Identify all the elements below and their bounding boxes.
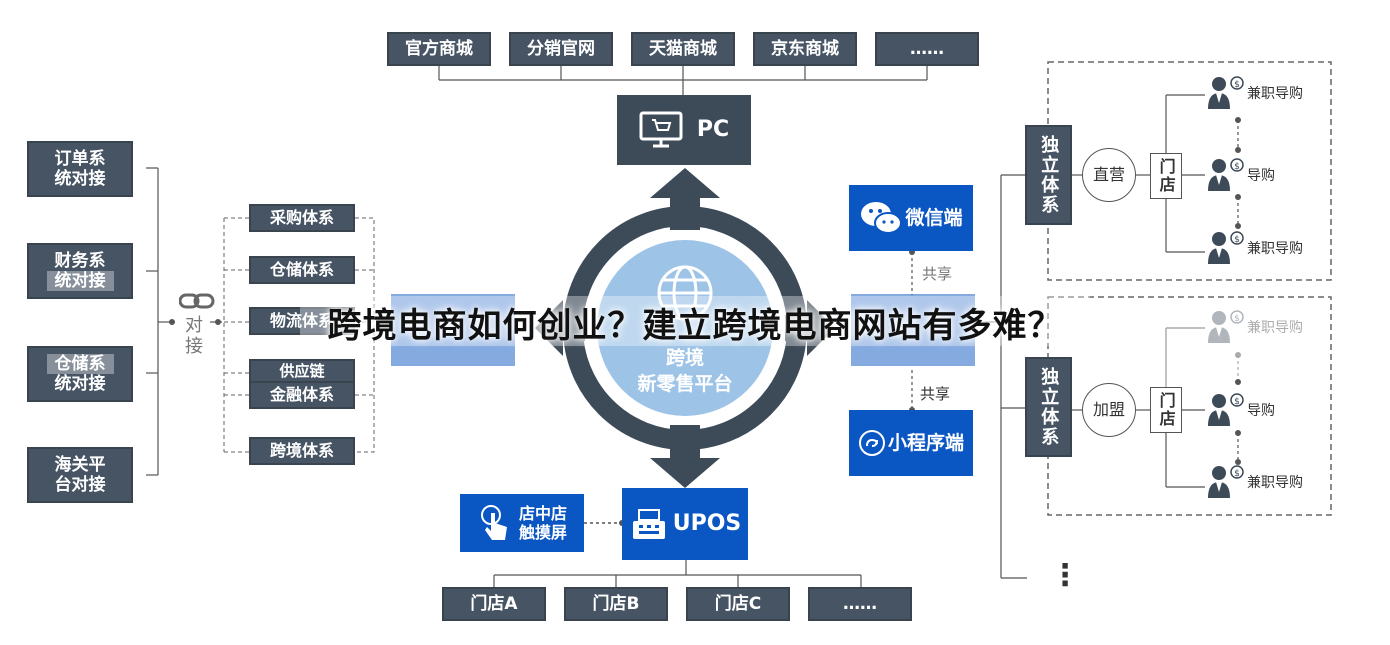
more-dots: ⋮ [1050, 558, 1080, 593]
part-time-guide-label: 兼职导购 [1247, 86, 1303, 102]
channel-distribution-site[interactable]: 分销官网 [509, 32, 613, 66]
store-more[interactable]: …… [808, 587, 912, 621]
svg-text:$: $ [1234, 162, 1240, 172]
direct-circle[interactable]: 直营 [1082, 148, 1136, 202]
cash-register-icon [632, 509, 665, 539]
salesperson-row: $ 兼职导购 [1205, 230, 1303, 266]
warehouse-system-integration[interactable]: 仓储系 统对接 [27, 346, 133, 402]
connect-label-line2: 接 [185, 335, 203, 357]
finance-system-integration[interactable]: 财务系 统对接 [27, 243, 133, 299]
touch-screen-box[interactable]: 店中店 触摸屏 [460, 494, 584, 552]
center-label-line2: 新零售平台 [637, 372, 732, 395]
salesperson-icon: $ [1208, 310, 1244, 343]
salesperson-icon: $ [1208, 465, 1244, 498]
guide-label: 导购 [1247, 168, 1275, 184]
miniprogram-label: 小程序端 [887, 431, 964, 454]
svg-text:$: $ [1234, 314, 1240, 324]
salesperson-row: $ 兼职导购 [1205, 309, 1303, 345]
svg-text:$: $ [1234, 80, 1240, 90]
share-label-top: 共享 [922, 265, 953, 283]
salesperson-row: $ 兼职导购 [1205, 75, 1303, 111]
salesperson-row: $ 兼职导购 [1205, 464, 1303, 500]
store-box-franchise[interactable]: 门店 [1150, 387, 1182, 433]
salesperson-row: $ 导购 [1205, 157, 1275, 193]
store-c[interactable]: 门店C [686, 587, 790, 621]
share-label-bottom: 共享 [920, 385, 951, 403]
salesperson-row: $ 导购 [1205, 392, 1275, 428]
finance-system[interactable]: 金融体系 [249, 381, 355, 409]
salesperson-icon: $ [1208, 76, 1244, 109]
part-time-guide-label: 兼职导购 [1247, 320, 1303, 336]
logistics-system[interactable]: 物流体系 [249, 307, 355, 335]
order-system-line1: 订单系 [54, 148, 106, 169]
wechat-box[interactable]: 微信端 [849, 185, 973, 251]
store-a[interactable]: 门店A [442, 587, 546, 621]
order-system-integration[interactable]: 订单系 统对接 [27, 141, 133, 197]
title-band [300, 296, 1090, 346]
touch-screen-line1: 店中店 [518, 503, 567, 523]
central-hub: 跨境 新零售平台 [535, 168, 835, 488]
pc-box[interactable]: PC [617, 95, 751, 165]
center-label-line1: 跨境 [666, 346, 704, 369]
guide-label: 导购 [1247, 403, 1275, 419]
pc-label: PC [696, 116, 730, 142]
store-label-1: 门店 [1156, 158, 1176, 194]
part-time-guide-label: 兼职导购 [1247, 475, 1303, 491]
wechat-label: 微信端 [905, 206, 963, 229]
finance-system-line1: 财务系 [54, 250, 106, 271]
svg-text:$: $ [1234, 235, 1240, 245]
warehouse-system-line1: 仓储系 [46, 353, 114, 374]
svg-text:$: $ [1234, 397, 1240, 407]
procurement-system[interactable]: 采购体系 [249, 204, 355, 232]
salesperson-icon: $ [1208, 158, 1244, 191]
channel-more[interactable]: …… [875, 32, 979, 66]
independent-system-direct[interactable]: 独立体系 [1025, 125, 1072, 225]
salesperson-icon: $ [1208, 231, 1244, 264]
order-system-line2: 统对接 [54, 169, 106, 189]
store-label-2: 门店 [1156, 392, 1176, 428]
independent-label-1: 独立体系 [1038, 135, 1060, 215]
upos-label: UPOS [672, 510, 742, 536]
warehouse-system-line2: 统对接 [54, 374, 106, 394]
miniprogram-box[interactable]: 小程序端 [849, 410, 973, 476]
link-icon [179, 293, 215, 309]
touch-hand-icon [480, 505, 507, 540]
wechat-icon [861, 202, 903, 234]
supply-chain[interactable]: 供应链 [249, 359, 355, 383]
mobile-box-faded [851, 294, 975, 366]
cross-border-system[interactable]: 跨境体系 [249, 437, 355, 465]
overlay-title: 跨境电商如何创业？建立跨境电商网站有多难？ [327, 306, 1063, 346]
franchise-circle[interactable]: 加盟 [1082, 383, 1136, 437]
part-time-guide-label: 兼职导购 [1247, 241, 1303, 257]
independent-system-franchise[interactable]: 独立体系 [1025, 357, 1072, 457]
globe-icon [657, 265, 713, 321]
svg-text:$: $ [1234, 469, 1240, 479]
independent-label-2: 独立体系 [1038, 367, 1060, 447]
desktop-box-faded [391, 294, 515, 366]
channel-tmall[interactable]: 天猫商城 [631, 32, 735, 66]
upos-box[interactable]: UPOS [622, 488, 748, 560]
monitor-cart-icon [639, 111, 683, 148]
finance-system-line2: 统对接 [46, 271, 114, 292]
touch-screen-line2: 触摸屏 [518, 523, 567, 542]
store-box-direct[interactable]: 门店 [1150, 153, 1182, 199]
store-b[interactable]: 门店B [564, 587, 668, 621]
connect-label: 对 接 [185, 315, 203, 357]
salesperson-icon: $ [1208, 393, 1244, 426]
customs-platform-integration[interactable]: 海关平 台对接 [27, 447, 133, 503]
miniprogram-icon [858, 430, 885, 456]
customs-platform-line1: 海关平 [54, 454, 106, 475]
connect-label-line1: 对 [185, 315, 203, 336]
customs-platform-line2: 台对接 [54, 475, 106, 495]
warehouse-system[interactable]: 仓储体系 [249, 256, 355, 284]
channel-official-store[interactable]: 官方商城 [387, 32, 491, 66]
channel-jd[interactable]: 京东商城 [753, 32, 857, 66]
